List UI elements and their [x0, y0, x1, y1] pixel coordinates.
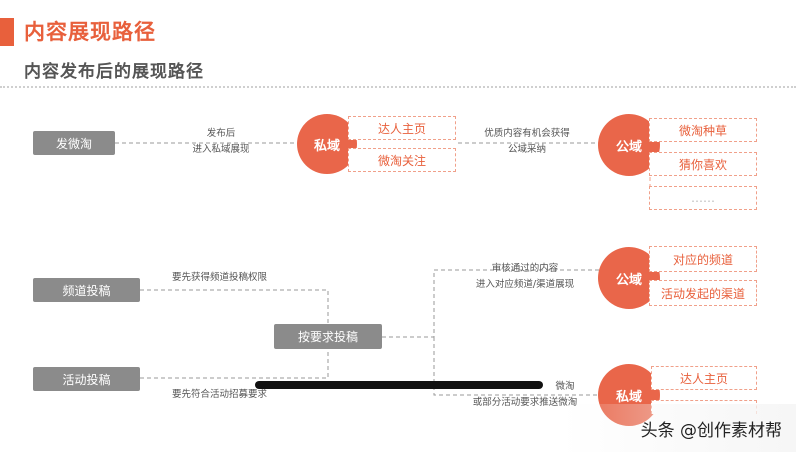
channel-submission-box: 频道投稿	[33, 278, 140, 302]
note-review-passed-line1: 审核通过的内容	[491, 263, 559, 274]
public-item-grass: 微淘种草	[649, 118, 757, 142]
private-item-influencer-home-bottom: 达人主页	[651, 366, 757, 390]
note-review-passed: 审核通过的内容 进入对应频道/渠道展现	[460, 261, 590, 293]
watermark-fade	[560, 404, 796, 452]
note-channel-permission: 要先获得频道投稿权限	[172, 272, 268, 283]
note-public-adopt-line1: 优质内容有机会获得	[484, 128, 570, 139]
note-review-passed-line2: 进入对应频道/渠道展现	[475, 279, 575, 290]
redaction-bar	[255, 381, 543, 389]
connector-merge-lower	[433, 337, 600, 396]
note-activity-requirement: 要先符合活动招募要求	[172, 389, 268, 400]
submit-as-required-box: 按要求投稿	[274, 324, 382, 349]
note-public-adopt: 优质内容有机会获得 公域采纳	[470, 126, 584, 158]
page-title: 内容展现路径	[24, 20, 156, 44]
note-push-microtao-line1: 微淘	[555, 381, 575, 392]
private-item-influencer-home: 达人主页	[348, 116, 456, 140]
public-item-activity-channel: 活动发起的渠道	[649, 280, 757, 306]
connector-channel-to-merge	[140, 289, 329, 324]
note-after-publish: 发布后 进入私域展现	[182, 126, 260, 158]
public-item-more: ……	[649, 186, 757, 210]
connector-merge-branch	[382, 269, 600, 338]
watermark: 头条 @创作素材帮	[640, 421, 782, 441]
note-push-microtao: 微淘 或部分活动要求推送微淘	[460, 379, 590, 411]
page-subtitle: 内容发布后的展现路径	[24, 62, 204, 82]
private-domain-circle-top: 私域	[297, 114, 357, 174]
connector-activity-to-merge	[140, 350, 329, 379]
note-push-microtao-line2: 或部分活动要求推送微淘	[472, 397, 578, 408]
publish-microtao-box: 发微淘	[33, 131, 115, 155]
title-accent-bar	[0, 18, 14, 46]
private-item-follow: 微淘关注	[348, 148, 456, 172]
activity-submission-box: 活动投稿	[33, 367, 140, 391]
note-public-adopt-line2: 公域采纳	[507, 144, 546, 155]
note-after-publish-line2: 进入私域展现	[192, 144, 250, 155]
public-item-guess-you-like: 猜你喜欢	[649, 152, 757, 176]
public-item-channel: 对应的频道	[649, 246, 757, 272]
dotted-divider	[0, 86, 796, 88]
note-after-publish-line1: 发布后	[206, 128, 236, 139]
